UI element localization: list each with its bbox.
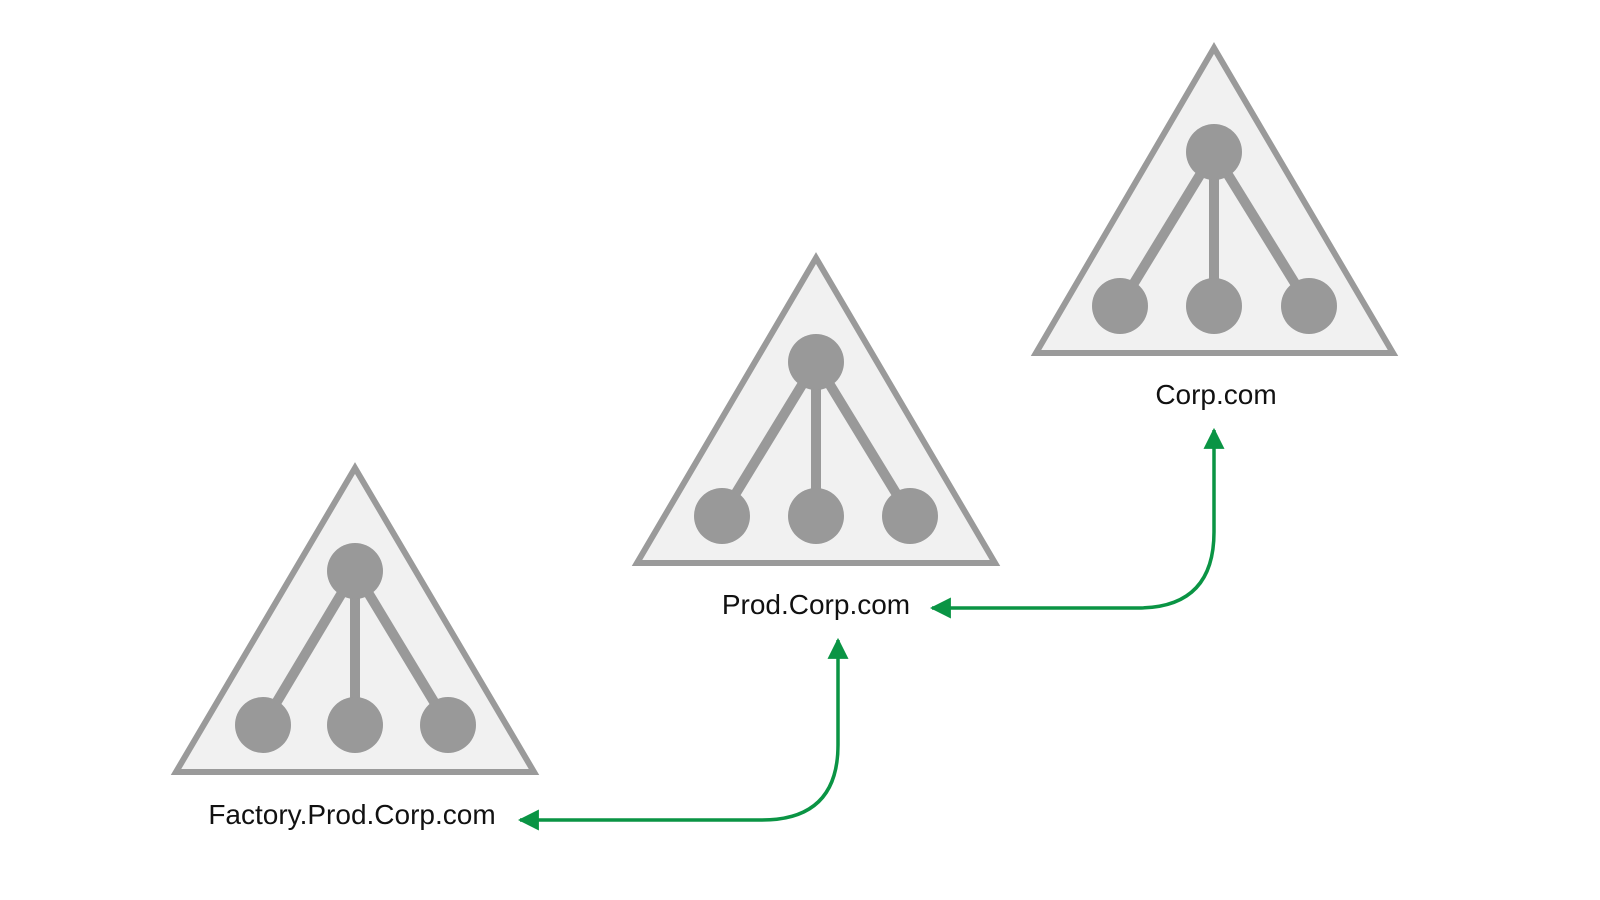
tree-edge bbox=[717, 359, 821, 519]
domain-tree-factory: Factory.Prod.Corp.com bbox=[170, 462, 540, 830]
child-node-icon bbox=[1092, 278, 1148, 334]
child-node-icon bbox=[882, 488, 938, 544]
domain-label-prod: Prod.Corp.com bbox=[722, 589, 910, 620]
root-node-icon bbox=[327, 543, 383, 599]
child-node-icon bbox=[327, 697, 383, 753]
trust-arrow-factory-prod bbox=[517, 637, 849, 831]
child-node-icon bbox=[420, 697, 476, 753]
trust-arrow-prod-corp bbox=[929, 427, 1225, 619]
child-node-icon bbox=[1281, 278, 1337, 334]
tree-edge bbox=[1115, 149, 1219, 309]
child-node-icon bbox=[1186, 278, 1242, 334]
domain-label-factory: Factory.Prod.Corp.com bbox=[208, 799, 495, 830]
child-node-icon bbox=[235, 697, 291, 753]
child-node-icon bbox=[788, 488, 844, 544]
tree-edge bbox=[1209, 149, 1314, 309]
tree-edge bbox=[811, 359, 915, 519]
root-node-icon bbox=[1186, 124, 1242, 180]
domain-tree-prod: Prod.Corp.com bbox=[631, 252, 1001, 620]
root-node-icon bbox=[788, 334, 844, 390]
tree-edge bbox=[258, 568, 360, 728]
child-node-icon bbox=[694, 488, 750, 544]
tree-edge bbox=[350, 568, 453, 728]
domain-tree-corp: Corp.com bbox=[1030, 42, 1399, 410]
domain-label-corp: Corp.com bbox=[1155, 379, 1276, 410]
